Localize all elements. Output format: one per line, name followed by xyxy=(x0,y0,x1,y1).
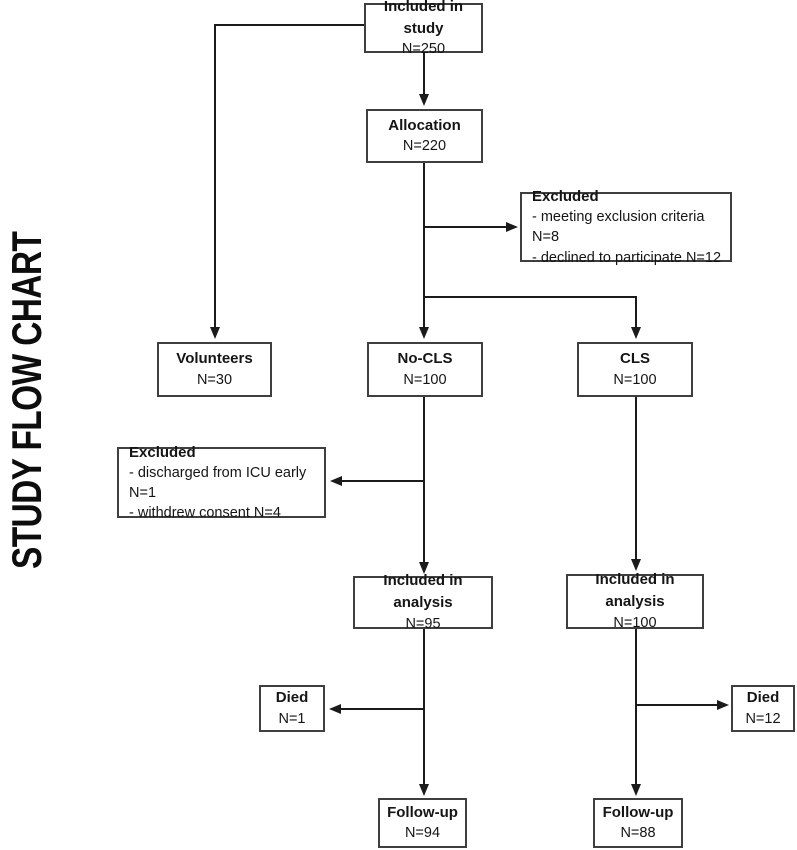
included-study-label: Included in study xyxy=(383,0,464,37)
excluded-no-cls-item: - withdrew consent N=4 xyxy=(129,505,281,522)
allocation-label: Allocation xyxy=(388,116,461,134)
cls-n: N=100 xyxy=(613,371,657,388)
box-died-no-cls: Died N=1 xyxy=(259,685,325,732)
followup-no-cls-label: Follow-up xyxy=(387,803,458,821)
box-allocation: Allocation N=220 xyxy=(366,109,483,163)
excluded-allocation-label: Excluded xyxy=(532,188,599,206)
followup-cls-n: N=88 xyxy=(620,825,656,842)
analysis-no-cls-n: N=95 xyxy=(405,615,441,632)
included-study-n: N=250 xyxy=(401,41,446,58)
box-analysis-no-cls: Included in analysis N=95 xyxy=(353,572,493,632)
box-followup-cls: Follow-up N=88 xyxy=(593,798,683,848)
box-excluded-no-cls: Excluded - discharged from ICU early N=1… xyxy=(117,444,326,521)
allocation-n: N=220 xyxy=(402,138,447,155)
box-included-study: Included in study N=250 xyxy=(364,0,483,57)
chart-title: STUDY FLOW CHART xyxy=(3,231,51,569)
volunteers-n: N=30 xyxy=(196,371,233,388)
arrow-study-to-volunteers xyxy=(210,24,364,339)
box-volunteers: Volunteers N=30 xyxy=(157,342,272,397)
analysis-cls-label: Included in analysis xyxy=(595,571,675,610)
analysis-cls-n: N=100 xyxy=(613,614,657,631)
excluded-no-cls-label: Excluded xyxy=(129,443,196,461)
died-no-cls-label: Died xyxy=(275,689,309,707)
followup-no-cls-n: N=94 xyxy=(404,825,441,842)
box-died-cls: Died N=12 xyxy=(731,685,795,732)
died-cls-label: Died xyxy=(746,689,780,707)
died-cls-n: N=12 xyxy=(745,710,781,727)
analysis-no-cls-label: Included in analysis xyxy=(383,572,463,611)
box-analysis-cls: Included in analysis N=100 xyxy=(566,571,704,631)
box-no-cls: No-CLS N=100 xyxy=(367,342,483,397)
excluded-allocation-item: - declined to participate N=12 xyxy=(532,249,722,266)
no-cls-n: N=100 xyxy=(403,371,447,388)
followup-cls-label: Follow-up xyxy=(602,803,674,821)
box-followup-no-cls: Follow-up N=94 xyxy=(378,798,467,848)
died-no-cls-n: N=1 xyxy=(278,710,306,727)
volunteers-label: Volunteers xyxy=(176,350,253,368)
cls-label: CLS xyxy=(620,350,650,368)
excluded-allocation-item: - meeting exclusion criteria N=8 xyxy=(532,209,705,246)
arrow-to-cls xyxy=(424,296,641,339)
box-cls: CLS N=100 xyxy=(577,342,693,397)
excluded-no-cls-item: - discharged from ICU early N=1 xyxy=(129,464,307,501)
no-cls-label: No-CLS xyxy=(397,350,453,368)
box-excluded-allocation: Excluded - meeting exclusion criteria N=… xyxy=(520,188,732,266)
